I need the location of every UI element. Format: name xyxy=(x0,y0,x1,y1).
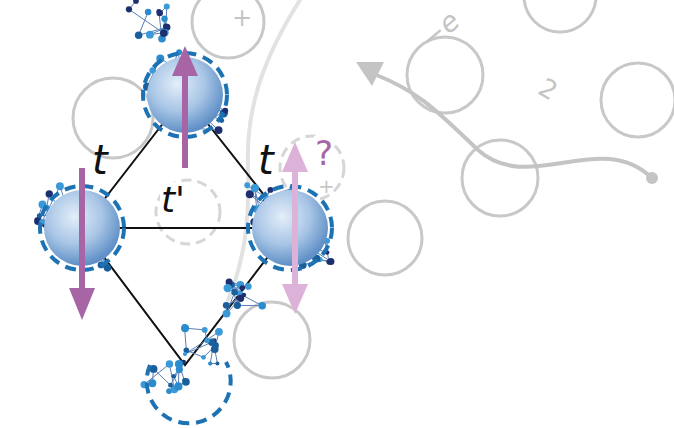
hopping-label: t xyxy=(258,140,274,180)
molecule-atom xyxy=(237,295,244,302)
molecule-atom xyxy=(251,184,259,192)
molecule-atom xyxy=(166,360,173,367)
hopping-arrowhead xyxy=(356,62,384,86)
molecule-atom xyxy=(148,379,156,387)
molecule-atom xyxy=(204,338,209,343)
molecule-atom xyxy=(175,360,183,368)
molecule-atom xyxy=(202,327,208,333)
molecules xyxy=(34,0,334,394)
molecule-atom xyxy=(326,259,331,264)
molecule-atom xyxy=(223,302,230,309)
molecule-atom xyxy=(201,355,206,360)
molecule-atom xyxy=(145,9,152,16)
hopping-label: t xyxy=(92,140,108,180)
molecule-atom xyxy=(211,345,219,353)
charge-sign: + xyxy=(232,6,252,30)
molecule-bonds xyxy=(129,1,167,39)
molecule-atom xyxy=(146,31,154,39)
molecule-atom xyxy=(239,285,244,290)
spin-sites xyxy=(44,57,328,266)
molecule-atom xyxy=(223,310,231,318)
frustration-mark: ? xyxy=(314,136,334,170)
molecule-atom xyxy=(182,378,190,386)
molecule-atom xyxy=(174,382,182,390)
molecule-atom xyxy=(327,258,334,265)
molecule-atom xyxy=(244,182,250,188)
molecule-atom xyxy=(164,4,170,10)
molecule-atom xyxy=(231,289,238,296)
charge-sign: + xyxy=(318,176,335,196)
molecule-atom xyxy=(182,378,186,382)
dimer-outlines xyxy=(40,53,332,423)
molecule-atom xyxy=(183,352,187,356)
hopping-start xyxy=(646,172,658,184)
molecule-atom xyxy=(160,30,167,37)
molecule-atom xyxy=(181,324,189,332)
molecule-atom xyxy=(215,328,223,336)
molecule-atom xyxy=(135,31,143,39)
molecule-atom xyxy=(161,15,167,21)
molecule-atom xyxy=(157,10,163,16)
molecule-atom xyxy=(161,29,169,37)
molecule-atom xyxy=(223,284,231,292)
molecule-atom xyxy=(215,126,223,134)
molecule-atom xyxy=(245,283,252,290)
molecule-atom xyxy=(56,182,64,190)
molecule-atom xyxy=(208,361,212,365)
molecule-atom xyxy=(126,6,132,12)
molecule-atom xyxy=(171,374,176,379)
molecule-atom xyxy=(168,383,173,388)
molecule-atom xyxy=(259,302,266,309)
molecule-atom xyxy=(133,0,139,4)
molecule-atom xyxy=(215,361,219,365)
molecule-bonds xyxy=(185,327,219,364)
site-number: 2 xyxy=(535,74,562,105)
spin-arrows xyxy=(69,46,308,320)
molecule-bonds xyxy=(226,282,262,313)
molecule-atom xyxy=(163,23,169,29)
molecule-atom xyxy=(234,302,241,309)
hopping-label: t' xyxy=(160,182,186,218)
charge-label: −e xyxy=(416,6,465,54)
hopping-path xyxy=(228,0,652,300)
background-sites xyxy=(73,0,674,378)
